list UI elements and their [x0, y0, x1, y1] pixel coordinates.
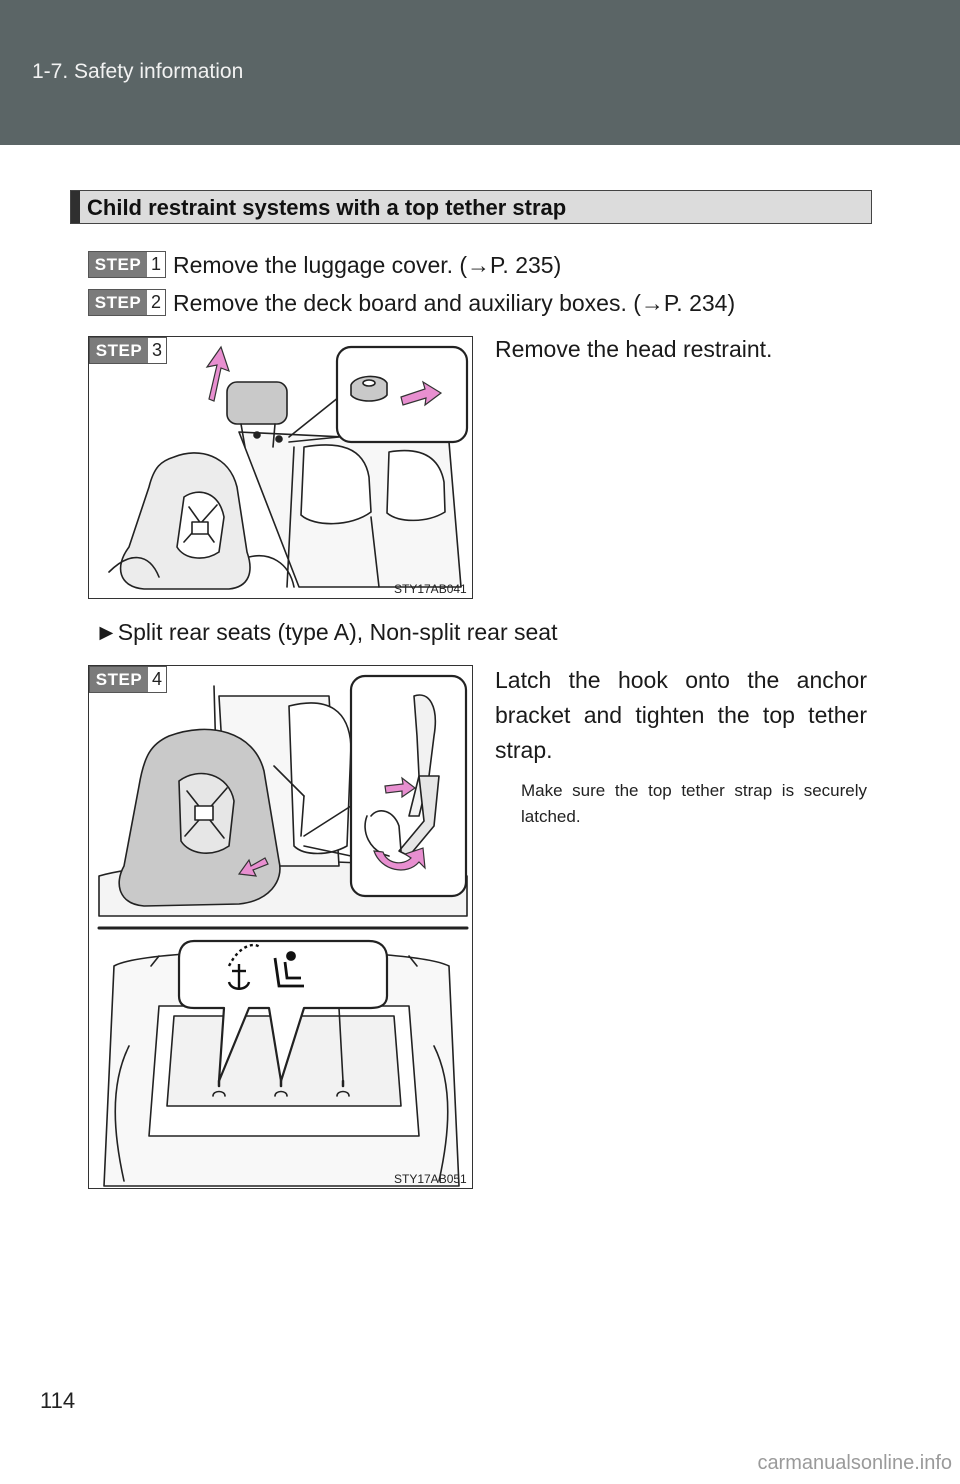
step-number: 4	[151, 669, 162, 689]
step-label: STEP	[90, 667, 148, 692]
step-4-badge: STEP 4	[89, 666, 167, 693]
step-1-badge: STEP 1	[88, 251, 166, 278]
page-number: 114	[40, 1388, 76, 1413]
step-label: STEP	[90, 338, 148, 363]
section-accent	[71, 191, 80, 223]
page-header: 1-7. Safety information	[0, 0, 960, 145]
child-seat-icon	[273, 951, 304, 988]
step-2-badge: STEP 2	[88, 289, 166, 316]
figure-code: STY17AB041	[394, 582, 467, 596]
step-4-note: Make sure the top tether strap is secure…	[521, 781, 867, 826]
anchor-icon	[227, 943, 262, 990]
figure-tether-anchor: STEP 4	[88, 665, 473, 1189]
step-number: 2	[150, 292, 161, 312]
step-label: STEP	[89, 290, 147, 315]
seat-type-subheading: ►Split rear seats (type A), Non-split re…	[95, 619, 558, 645]
step-4-text: Latch the hook onto the anchor bracket a…	[495, 667, 867, 763]
step-3-badge: STEP 3	[89, 337, 167, 364]
step-2-text: Remove the deck board and auxiliary boxe…	[173, 290, 736, 316]
section-heading: Child restraint systems with a top tethe…	[70, 190, 872, 224]
section-title: Child restraint systems with a top tethe…	[87, 195, 567, 220]
step-3-text: Remove the head restraint.	[495, 336, 773, 362]
tether-anchor-illustration	[97, 674, 469, 1187]
figure-head-restraint: STEP 3	[88, 336, 473, 599]
head-restraint-illustration	[108, 345, 469, 590]
watermark: carmanualsonline.info	[757, 1452, 952, 1474]
step-1-text: Remove the luggage cover. (→P. 235)	[173, 252, 562, 278]
step-number: 1	[150, 254, 161, 274]
step-number: 3	[151, 340, 162, 360]
step-label: STEP	[89, 252, 147, 277]
chapter-title: 1-7. Safety information	[32, 60, 244, 83]
figure-code: STY17AB051	[394, 1172, 467, 1186]
